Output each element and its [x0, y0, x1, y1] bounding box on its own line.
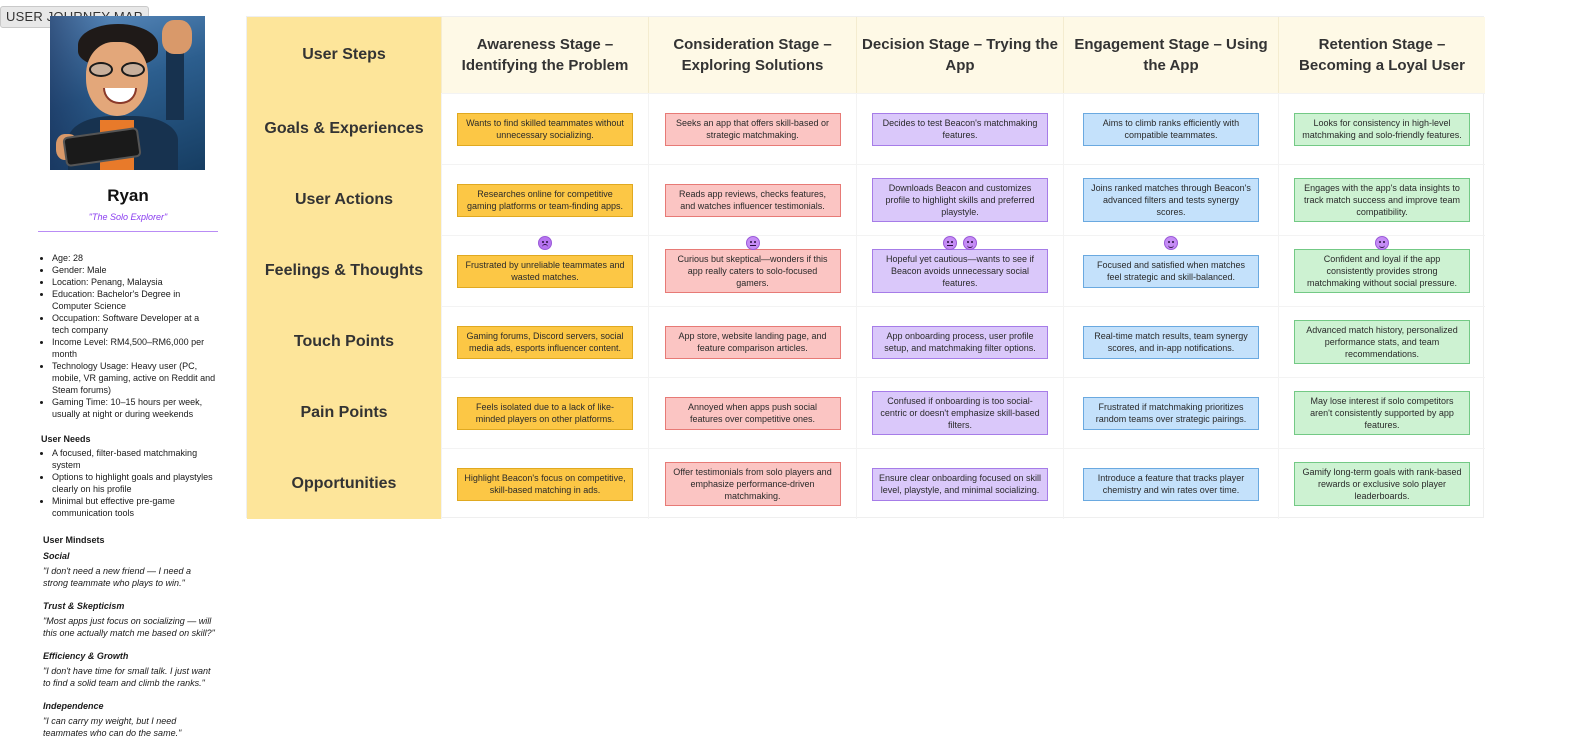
sticky-note[interactable]: Gamify long-term goals with rank-based r…	[1294, 462, 1470, 506]
fact-item: Gaming Time: 10–15 hours per week, usual…	[52, 396, 218, 420]
mindset-quote: "Most apps just focus on socializing — w…	[43, 616, 215, 638]
corner-header: User Steps	[247, 17, 441, 93]
sticky-note[interactable]: Annoyed when apps push social features o…	[664, 396, 841, 430]
sticky-note[interactable]: Highlight Beacon's focus on competitive,…	[457, 467, 633, 501]
smiling-face-icon	[963, 236, 977, 250]
mindset-quote: "I don't need a new friend — I need a st…	[43, 566, 192, 588]
sticky-note[interactable]: App store, website landing page, and fea…	[664, 325, 841, 359]
row-header-goals: Goals & Experiences	[247, 93, 441, 164]
user-needs-list: A focused, filter-based matchmaking syst…	[38, 447, 218, 519]
sticky-note[interactable]: Wants to find skilled teammates without …	[457, 112, 633, 146]
persona-tagline: "The Solo Explorer"	[38, 212, 218, 232]
fact-item: Occupation: Software Developer at a tech…	[52, 312, 218, 336]
neutral-face-icon	[943, 236, 957, 250]
fact-item: Location: Penang, Malaysia	[52, 276, 218, 288]
smiling-face-icon	[1375, 236, 1389, 250]
row-header-feelings: Feelings & Thoughts	[247, 235, 441, 306]
fact-item: Technology Usage: Heavy user (PC, mobile…	[52, 360, 218, 396]
user-needs-title: User Needs	[41, 434, 91, 444]
row-header-actions: User Actions	[247, 164, 441, 235]
sticky-note[interactable]: Joins ranked matches through Beacon's ad…	[1083, 178, 1259, 222]
sticky-note[interactable]: Decides to test Beacon's matchmaking fea…	[872, 112, 1048, 146]
need-item: Minimal but effective pre-game communica…	[52, 495, 218, 519]
mindset-item: Independence "I can carry my weight, but…	[43, 701, 218, 739]
sticky-note[interactable]: Aims to climb ranks efficiently with com…	[1083, 112, 1259, 146]
sticky-note[interactable]: May lose interest if solo competitors ar…	[1294, 391, 1470, 435]
mindset-item: Trust & Skepticism "Most apps just focus…	[43, 601, 218, 639]
sticky-note[interactable]: Downloads Beacon and customizes profile …	[872, 178, 1048, 222]
persona-panel: Ryan "The Solo Explorer" Age: 28 Gender:…	[38, 16, 218, 751]
sticky-note[interactable]: Engages with the app's data insights to …	[1294, 178, 1470, 222]
persona-photo	[50, 16, 205, 170]
fact-item: Income Level: RM4,500–RM6,000 per month	[52, 336, 218, 360]
row-header-touchpoints: Touch Points	[247, 306, 441, 377]
stage-header-awareness: Awareness Stage – Identifying the Proble…	[441, 17, 648, 93]
sticky-note[interactable]: Seeks an app that offers skill-based or …	[664, 112, 841, 146]
mindset-quote: "I don't have time for small talk. I jus…	[43, 666, 211, 688]
mindset-label: Independence	[43, 701, 104, 711]
mindset-item: Efficiency & Growth "I don't have time f…	[43, 651, 218, 689]
stage-header-consideration: Consideration Stage – Exploring Solution…	[648, 17, 856, 93]
sticky-note[interactable]: Advanced match history, personalized per…	[1294, 320, 1470, 364]
sticky-note[interactable]: Reads app reviews, checks features, and …	[664, 183, 841, 217]
user-mindsets-title: User Mindsets	[43, 535, 105, 545]
sticky-note[interactable]: Looks for consistency in high-level matc…	[1294, 112, 1470, 146]
sticky-note[interactable]: Researches online for competitive gaming…	[457, 183, 633, 217]
sticky-note[interactable]: Hopeful yet cautious—wants to see if Bea…	[872, 249, 1048, 293]
sticky-note[interactable]: Ensure clear onboarding focused on skill…	[872, 467, 1048, 501]
mindset-label: Trust & Skepticism	[43, 601, 125, 611]
sticky-note[interactable]: Introduce a feature that tracks player c…	[1083, 467, 1259, 501]
sticky-note[interactable]: Curious but skeptical—wonders if this ap…	[664, 249, 841, 293]
stage-header-decision: Decision Stage – Trying the App	[856, 17, 1063, 93]
persona-name: Ryan	[107, 186, 149, 205]
row-header-painpoints: Pain Points	[247, 377, 441, 448]
persona-facts: Age: 28 Gender: Male Location: Penang, M…	[38, 252, 218, 420]
sticky-note[interactable]: Feels isolated due to a lack of like-min…	[457, 396, 633, 430]
sticky-note[interactable]: Real-time match results, team synergy sc…	[1083, 325, 1259, 359]
sticky-note[interactable]: Frustrated by unreliable teammates and w…	[457, 254, 633, 288]
sticky-note[interactable]: Offer testimonials from solo players and…	[664, 462, 841, 506]
mindset-quote: "I can carry my weight, but I need teamm…	[43, 716, 182, 738]
sticky-note[interactable]: Confused if onboarding is too social-cen…	[872, 391, 1048, 435]
neutral-face-icon	[745, 236, 760, 250]
fact-item: Education: Bachelor's Degree in Computer…	[52, 288, 218, 312]
fact-item: Age: 28	[52, 252, 218, 264]
angry-face-icon	[538, 236, 552, 250]
sticky-note[interactable]: Focused and satisfied when matches feel …	[1083, 254, 1259, 288]
mindset-label: Efficiency & Growth	[43, 651, 129, 661]
sticky-note[interactable]: Frustrated if matchmaking prioritizes ra…	[1083, 396, 1259, 430]
journey-map: User Steps Awareness Stage – Identifying…	[246, 16, 1485, 519]
need-item: Options to highlight goals and playstyle…	[52, 471, 218, 495]
mindset-label: Social	[43, 551, 70, 561]
sticky-note[interactable]: Confident and loyal if the app consisten…	[1294, 249, 1470, 293]
row-header-opportunities: Opportunities	[247, 448, 441, 519]
need-item: A focused, filter-based matchmaking syst…	[52, 447, 218, 471]
sticky-note[interactable]: Gaming forums, Discord servers, social m…	[457, 325, 633, 359]
sticky-note[interactable]: App onboarding process, user profile set…	[872, 325, 1048, 359]
stage-header-engagement: Engagement Stage – Using the App	[1063, 17, 1278, 93]
mindset-item: Social "I don't need a new friend — I ne…	[43, 551, 218, 589]
fact-item: Gender: Male	[52, 264, 218, 276]
smiling-face-icon	[1164, 236, 1178, 250]
stage-header-retention: Retention Stage – Becoming a Loyal User	[1278, 17, 1485, 93]
